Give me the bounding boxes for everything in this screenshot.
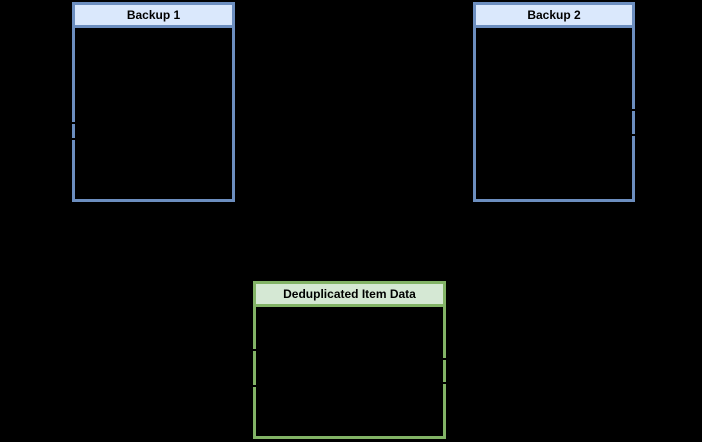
node-backup-2-title: Backup 2 (527, 8, 581, 22)
node-deduplicated-item-data-header: Deduplicated Item Data (256, 284, 443, 307)
connector-tick (630, 109, 638, 111)
connector-tick (251, 385, 259, 387)
connector-tick (441, 382, 449, 384)
connector-tick (630, 134, 638, 136)
connector-tick (70, 122, 78, 124)
node-deduplicated-item-data-title: Deduplicated Item Data (283, 287, 416, 301)
node-deduplicated-item-data: Deduplicated Item Data (253, 281, 446, 439)
connector-tick (441, 358, 449, 360)
node-backup-2-header: Backup 2 (476, 5, 632, 28)
node-backup-2: Backup 2 (473, 2, 635, 202)
node-backup-1-header: Backup 1 (75, 5, 232, 28)
node-backup-1: Backup 1 (72, 2, 235, 202)
node-backup-1-title: Backup 1 (126, 8, 181, 22)
connector-tick (251, 349, 259, 351)
connector-tick (70, 138, 78, 140)
